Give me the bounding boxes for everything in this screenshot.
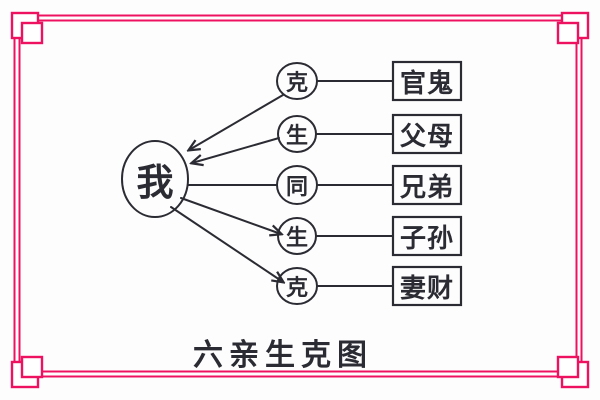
relation-label-sheng: 生 — [285, 123, 308, 148]
target-box — [391, 215, 463, 257]
diagram-caption: 六亲生克图 — [193, 339, 373, 372]
ego-circle — [121, 140, 189, 218]
relation-label-ke: 克 — [285, 275, 308, 300]
relation-label-tong: 同 — [285, 174, 308, 199]
row-qicai — [170, 206, 463, 307]
target-label-guangui: 官鬼 — [399, 68, 454, 98]
relation-label-sheng: 生 — [285, 225, 308, 250]
target-label-qicai: 妻财 — [399, 273, 454, 303]
decorative-frame — [10, 11, 590, 389]
target-box — [391, 113, 463, 155]
row-zisun — [180, 197, 463, 257]
target-label-fumu: 父母 — [399, 121, 454, 151]
relation-label-ke: 克 — [285, 70, 308, 95]
target-box — [391, 60, 463, 102]
arrow-line-toward-ego — [189, 94, 284, 150]
row-xiongdi — [187, 164, 463, 206]
arrow-line-from-ego — [170, 206, 283, 282]
ego-label: 我 — [136, 163, 174, 204]
target-box — [391, 265, 463, 307]
row-fumu — [192, 113, 463, 163]
row-guangui — [189, 60, 463, 150]
arrow-line-from-ego — [180, 197, 281, 234]
arrow-line-toward-ego — [192, 137, 280, 163]
target-label-zisun: 子孙 — [399, 223, 454, 253]
target-label-xiongdi: 兄弟 — [399, 172, 454, 202]
target-box — [391, 164, 463, 206]
